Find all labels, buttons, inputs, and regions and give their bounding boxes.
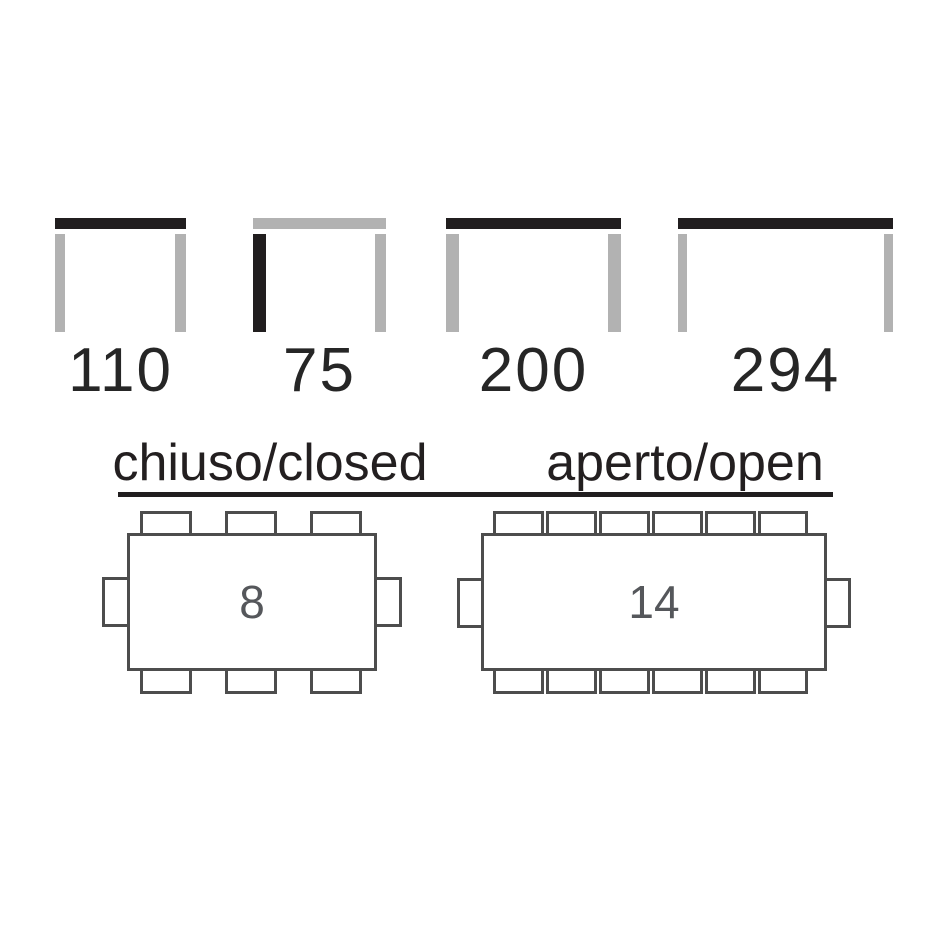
section-underline: [118, 492, 833, 497]
table-leg-left: [678, 234, 687, 332]
open-section-label: aperto/open: [546, 434, 824, 492]
sideview-diagram-75: 75: [253, 218, 386, 418]
table-leg-left: [55, 234, 65, 332]
closed-seat-count: 8: [239, 576, 265, 628]
table-leg-left: [446, 234, 459, 332]
dimension-value: 110: [68, 336, 173, 405]
dimension-value: 294: [730, 336, 841, 405]
table-leg-right: [175, 234, 186, 332]
table-top-highlighted: [446, 218, 621, 229]
sideview-diagram-294: 294: [678, 218, 893, 418]
table-leg-right: [608, 234, 621, 332]
sideview-diagram-200: 200: [446, 218, 621, 418]
table-top: [253, 218, 386, 229]
open-table-surface: 14: [481, 533, 827, 671]
closed-table-surface: 8: [127, 533, 377, 671]
dimension-value: 200: [478, 336, 589, 405]
table-leg-right: [884, 234, 893, 332]
sideview-diagram-110: 110: [55, 218, 186, 418]
table-top-highlighted: [678, 218, 893, 229]
table-leg-right: [375, 234, 386, 332]
table-top-highlighted: [55, 218, 186, 229]
table-leg-left-highlighted: [253, 234, 266, 332]
dimension-value: 75: [283, 336, 356, 405]
open-seat-count: 14: [628, 576, 680, 628]
closed-section-label: chiuso/closed: [112, 434, 428, 492]
